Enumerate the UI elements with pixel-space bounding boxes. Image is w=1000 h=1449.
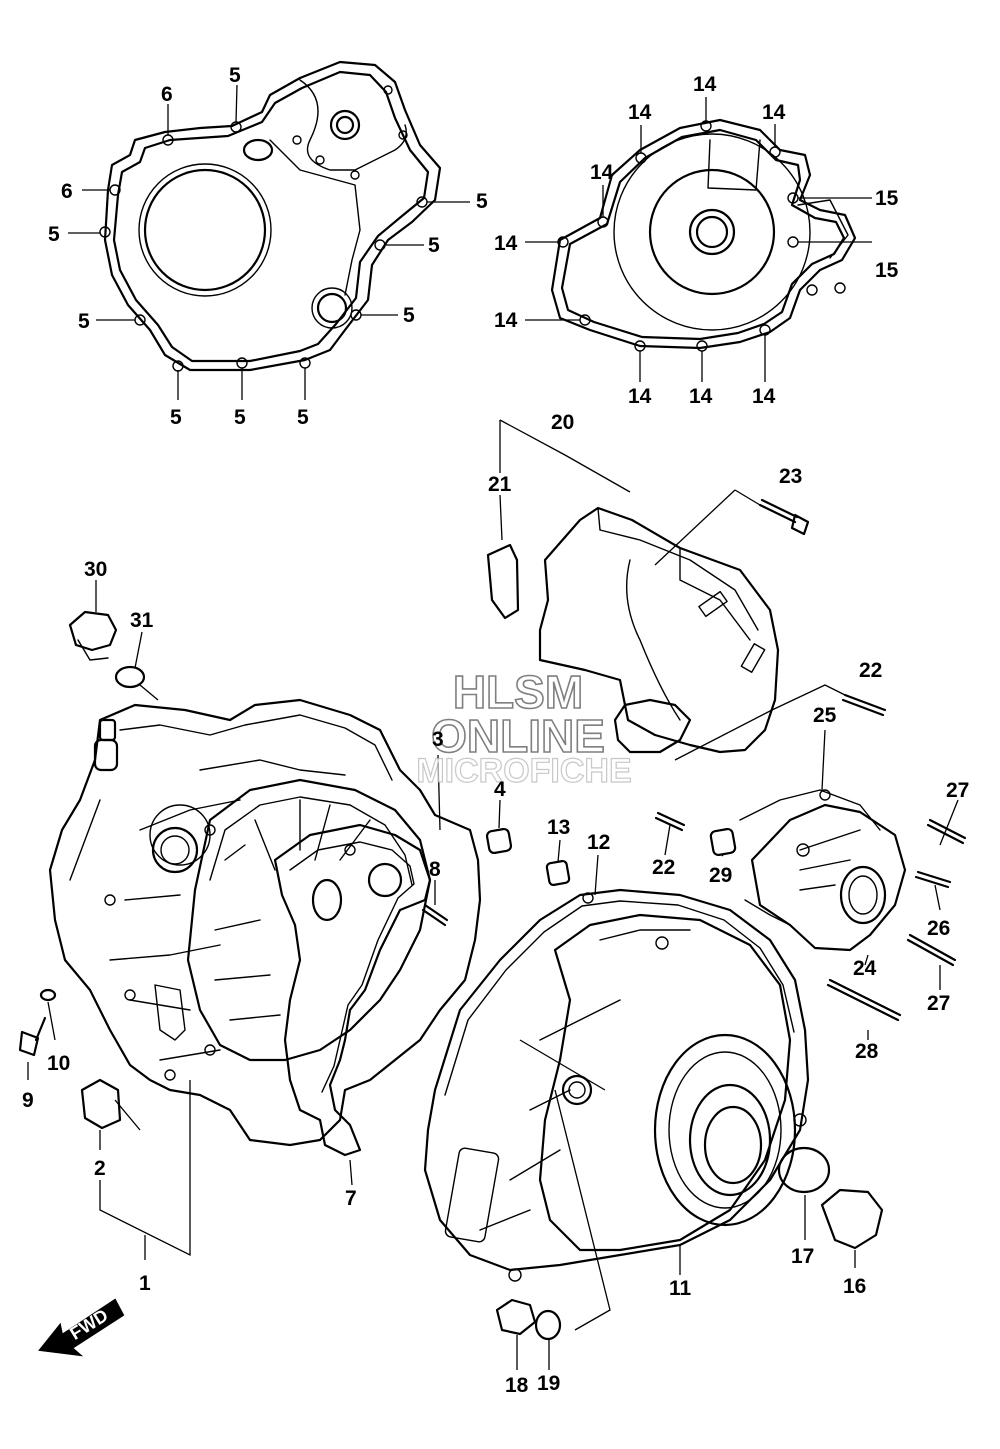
clutch-cover-gasket-drawing — [99, 60, 442, 372]
callout-label: 5 — [476, 190, 488, 213]
callout-label: 26 — [927, 917, 950, 940]
callout-label: 11 — [669, 1277, 692, 1300]
callout-label: 5 — [78, 310, 90, 333]
callout-label: 14 — [693, 73, 717, 96]
callout-label: 25 — [813, 704, 837, 727]
callout-label: 6 — [61, 180, 73, 203]
callout-label: 7 — [345, 1187, 357, 1210]
callout-label: 18 — [505, 1374, 529, 1397]
callout-label: 13 — [547, 816, 570, 839]
callout-label: 16 — [843, 1275, 866, 1298]
callout-label: 5 — [170, 406, 182, 429]
crankcase-gasket-7-drawing — [273, 823, 432, 1157]
callout-label: 14 — [494, 309, 518, 332]
callout-label: 4 — [494, 778, 506, 801]
callout-label: 21 — [488, 473, 512, 496]
callout-label: 9 — [22, 1089, 34, 1112]
watermark-line-2: ONLINE — [431, 710, 605, 762]
callout-label: 19 — [537, 1372, 560, 1395]
callout-label: 24 — [853, 957, 877, 980]
callout-label: 28 — [855, 1040, 879, 1063]
callout-label: 30 — [84, 558, 107, 581]
callout-label: 2 — [94, 1157, 106, 1180]
callout-label: 22 — [652, 856, 675, 879]
watermark: HLSM ONLINE MICROFICHE — [416, 665, 633, 790]
callouts: 5 6 6 5 5 5 5 5 5 5 5 5 14 14 14 14 15 1… — [22, 64, 969, 1397]
cover-bolt-23-drawing — [758, 498, 810, 536]
callout-label: 14 — [762, 101, 786, 124]
callout-label: 5 — [234, 406, 246, 429]
watermark-line-3: MICROFICHE — [416, 752, 631, 790]
cover-leaders — [499, 419, 761, 566]
callout-label: 5 — [403, 304, 415, 327]
callout-label: 1 — [139, 1272, 151, 1295]
water-pump-cover-drawing — [739, 789, 907, 952]
callout-label: 5 — [428, 234, 440, 257]
generator-gasket-leaders — [525, 97, 872, 382]
callout-label: 3 — [432, 728, 444, 751]
fwd-arrow-icon: FWD — [38, 1298, 125, 1357]
callout-label: 5 — [297, 406, 309, 429]
generator-cover-guard-drawing — [486, 506, 780, 754]
callout-label: 31 — [130, 609, 154, 632]
callout-label: 5 — [229, 64, 241, 87]
callout-label: 29 — [709, 864, 732, 887]
watermark-line-1: HLSM — [453, 666, 583, 718]
callout-label: 27 — [946, 779, 969, 802]
callout-label: 20 — [551, 411, 574, 434]
callout-label: 17 — [791, 1245, 814, 1268]
main-leaders — [27, 580, 959, 1370]
callout-label: 14 — [752, 385, 776, 408]
clutch-gasket-leaders — [68, 84, 470, 400]
callout-label: 12 — [587, 831, 610, 854]
callout-label: 5 — [48, 223, 60, 246]
callout-label: 6 — [161, 83, 173, 106]
callout-label: 14 — [628, 101, 652, 124]
callout-label: 14 — [628, 385, 652, 408]
callout-label: 27 — [927, 992, 950, 1015]
callout-label: 10 — [47, 1052, 70, 1075]
callout-label: 14 — [590, 161, 614, 184]
crankcase-cover-drawing — [423, 888, 810, 1282]
callout-label: 22 — [859, 659, 882, 682]
callout-label: 23 — [779, 465, 802, 488]
callout-label: 14 — [689, 385, 713, 408]
crankcase-drawing — [48, 698, 482, 1147]
callout-label: 15 — [875, 187, 899, 210]
callout-label: 8 — [429, 858, 441, 881]
callout-label: 14 — [494, 232, 518, 255]
callout-label: 15 — [875, 259, 899, 282]
small-parts-drawing — [18, 610, 967, 1341]
generator-cover-gasket-drawing — [550, 118, 857, 352]
